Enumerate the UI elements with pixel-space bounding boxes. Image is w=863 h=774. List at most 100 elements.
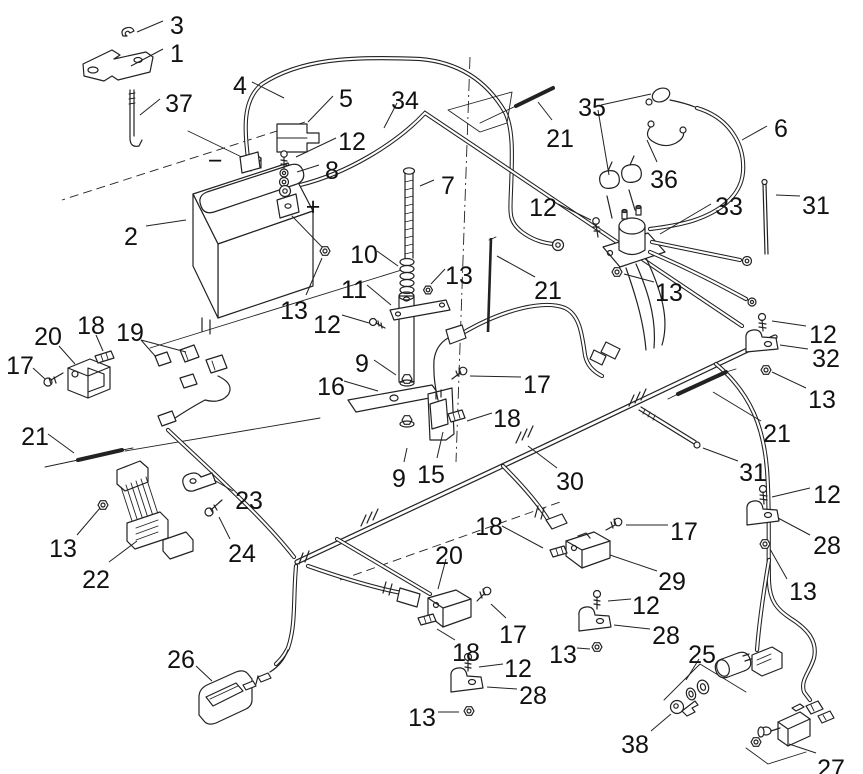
leader-line-15-38 (436, 431, 444, 459)
leader-line-18-34 (466, 412, 493, 422)
part-label-18-45: 18 (475, 513, 503, 541)
wire-harness-30 (165, 257, 817, 703)
j-bolt-37 (128, 89, 143, 147)
starter-solenoid-33 (602, 189, 666, 268)
part-label-13-60: 13 (408, 704, 436, 732)
leader-line-7-8 (419, 179, 435, 187)
screw-12-clamp32 (757, 312, 767, 332)
clamp-28-set-bottom-center (450, 652, 484, 716)
part-label-17-27: 17 (6, 352, 34, 380)
ignition-connector (751, 646, 783, 677)
part-label-31-39: 31 (739, 459, 767, 487)
leader-line-20-47 (437, 558, 447, 590)
leader-line-35-10 (600, 93, 652, 106)
leader-line-12-23 (341, 314, 370, 324)
clip-3 (121, 26, 135, 37)
leader-line-21-9 (537, 101, 553, 121)
part-label-13-51: 13 (789, 578, 817, 606)
leader-line-17-32 (469, 375, 522, 378)
cable-tie-21-mid (486, 236, 497, 333)
plug-29 (545, 513, 568, 530)
leader-line-13-51 (769, 548, 788, 580)
part-label-13-21: 13 (655, 279, 683, 307)
plug-bottom-center (396, 587, 421, 608)
part-label-12-28: 12 (809, 321, 837, 349)
leader-line-13-21 (623, 273, 655, 283)
part-label-12-50: 12 (632, 592, 660, 620)
part-label-1-1: 1 (170, 40, 184, 68)
leader-line-11-19 (366, 284, 392, 306)
leader-line-20-25 (58, 345, 76, 365)
leader-line-12-42 (771, 487, 811, 498)
part-label-21-36: 21 (21, 423, 49, 451)
part-label-12-23: 12 (313, 311, 341, 339)
part-label-25-58: 25 (688, 641, 716, 669)
cable-clamp-23 (182, 472, 217, 492)
battery-cable-34 (297, 110, 745, 329)
group-bracket-27 (745, 747, 807, 765)
leader-line-18-24 (95, 334, 104, 352)
leader-line-28-53 (613, 624, 651, 630)
plug-fuse-lead (157, 410, 177, 427)
part-label-13-43: 13 (49, 535, 77, 563)
connector-18-center (447, 409, 466, 423)
cable-clamp-32 (745, 329, 779, 353)
screw-12-bracket (368, 317, 386, 329)
leader-line-18-54 (436, 628, 456, 641)
leader-line-37-2 (139, 98, 161, 116)
part-label-11-19: 11 (341, 276, 367, 304)
ignition-switch-25 (685, 651, 752, 701)
part-label-2-16: 2 (124, 223, 138, 251)
part-label-3-0: 3 (170, 12, 184, 40)
leader-line-26-56 (195, 665, 213, 682)
leader-line-22-63 (108, 540, 138, 563)
group-bracket-25 (663, 663, 747, 701)
leader-line-17-52 (490, 603, 507, 619)
part-label-12-13: 12 (529, 194, 557, 222)
screw-12-battery (280, 150, 288, 169)
part-label-22-63: 22 (82, 566, 110, 594)
part-label-33-14: 33 (715, 193, 743, 221)
leader-line-24-44 (218, 516, 231, 540)
part-label-17-46: 17 (670, 518, 698, 546)
part-label-23-41: 23 (235, 487, 263, 515)
leader-line-10-17 (376, 250, 399, 267)
part-label-28-53: 28 (652, 622, 680, 650)
cable-tie-21-right (667, 368, 737, 400)
nut-13-battery (319, 246, 331, 256)
leader-line-19-26 (140, 339, 187, 353)
leader-line-19-26 (140, 339, 157, 358)
part-label-18-54: 18 (452, 639, 480, 667)
leader-line-2-16 (145, 219, 187, 227)
part-label-12-6: 12 (338, 128, 366, 156)
leader-line-29-48 (609, 554, 658, 572)
part-label-6-12: 6 (774, 115, 788, 143)
part-label-12-42: 12 (813, 481, 841, 509)
switch-29 (565, 531, 611, 569)
leader-line-13-43 (76, 507, 101, 536)
leader-line-6-12 (741, 125, 768, 141)
spring-10 (399, 257, 415, 295)
circuit-breaker-27 (750, 700, 835, 747)
leader-line-9-37 (403, 447, 408, 463)
part-label-35-10: 35 (578, 94, 606, 122)
screw-24 (204, 499, 223, 517)
part-label-8-7: 8 (325, 157, 339, 185)
screw-17-bottom (476, 586, 492, 602)
leader-line-36-11 (646, 139, 658, 163)
leader-line-21-36 (47, 433, 75, 454)
battery-holddown-bracket-1 (82, 49, 154, 82)
fuse-group-19 (154, 344, 231, 421)
part-label-+-64: + (306, 193, 321, 221)
harness-wrap-marks (298, 388, 647, 596)
construction-lines (61, 56, 561, 581)
solenoid-lead-wires (647, 239, 757, 307)
part-label-32-29: 32 (812, 345, 840, 373)
rod-31-top-right (761, 178, 769, 255)
leader-line-28-59 (486, 686, 518, 690)
washers-8 (278, 168, 292, 198)
part-label-16-31: 16 (317, 373, 345, 401)
part-label-7-8: 7 (441, 172, 455, 200)
